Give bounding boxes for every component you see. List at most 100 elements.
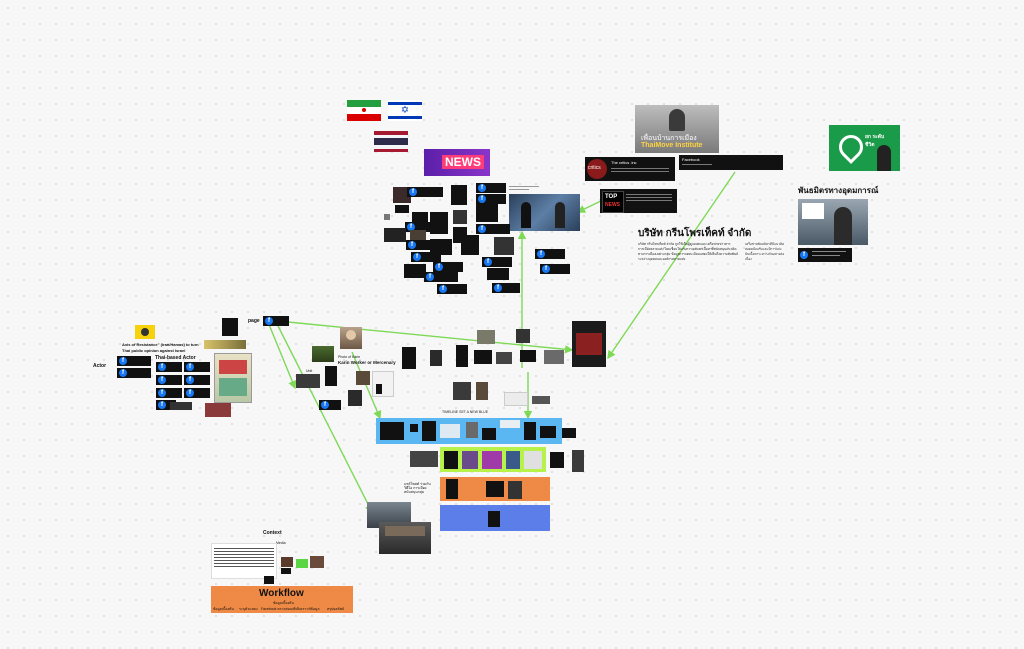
post-thumb[interactable] xyxy=(281,568,291,574)
post-thumb[interactable] xyxy=(376,384,382,394)
karin-photo[interactable] xyxy=(340,327,362,349)
post-thumb[interactable] xyxy=(410,230,426,240)
fb-post-card[interactable]: f xyxy=(156,375,182,385)
blue-box[interactable] xyxy=(440,505,550,531)
post-thumb[interactable] xyxy=(395,205,409,213)
post-thumb[interactable] xyxy=(474,350,492,364)
poster-image[interactable] xyxy=(214,353,252,403)
news-video-thumbnail[interactable] xyxy=(509,194,580,231)
fb-post-card[interactable]: f xyxy=(437,284,467,294)
workflow-step-2: ระบุตัวแสดง xyxy=(239,607,258,611)
highlight-panel[interactable] xyxy=(572,321,606,367)
post-thumb[interactable] xyxy=(453,382,471,400)
facebook-icon: f xyxy=(158,401,166,409)
workflow-subtitle: ข้อมูลเบื้องต้น xyxy=(273,601,294,605)
fb-post-card[interactable]: f xyxy=(482,257,512,267)
fb-post-card[interactable]: f xyxy=(476,194,506,204)
fb-post-card[interactable]: f xyxy=(319,400,341,410)
post-thumb[interactable] xyxy=(494,237,514,255)
fb-post-card[interactable]: f xyxy=(156,362,182,372)
post-thumb[interactable] xyxy=(264,576,274,584)
post-thumb[interactable] xyxy=(516,329,530,343)
unit-image[interactable] xyxy=(312,346,334,362)
post-thumb[interactable] xyxy=(496,352,512,364)
facebook-icon: f xyxy=(426,273,434,281)
post-thumb[interactable] xyxy=(487,268,509,280)
facebook-icon: f xyxy=(158,363,166,371)
post-thumb[interactable] xyxy=(205,403,231,417)
video-caption xyxy=(509,184,539,192)
protest-photo[interactable] xyxy=(379,522,431,554)
axis-subtitle: Thai public opinion against Israel xyxy=(122,348,186,353)
fb-post-card[interactable]: f xyxy=(406,240,438,250)
post-thumb[interactable] xyxy=(356,371,370,385)
post-thumb[interactable] xyxy=(310,556,324,568)
page-fb-card[interactable]: f xyxy=(263,316,289,326)
post-thumb[interactable] xyxy=(456,345,468,367)
orange-box[interactable] xyxy=(440,477,550,501)
facebook-card-title: Facebook xyxy=(682,157,700,162)
workflow-title: Workflow xyxy=(259,588,304,599)
fb-post-card[interactable]: f xyxy=(156,400,176,410)
protest-photo[interactable] xyxy=(477,330,495,344)
facebook-icon: f xyxy=(265,317,273,325)
fb-post-card[interactable]: f xyxy=(184,362,210,372)
post-thumb[interactable] xyxy=(476,204,498,222)
post-thumb[interactable] xyxy=(572,450,584,472)
post-thumb[interactable] xyxy=(281,557,293,567)
poster-banner[interactable] xyxy=(204,340,246,349)
post-thumb[interactable] xyxy=(461,235,479,255)
post-thumb[interactable] xyxy=(325,366,337,386)
post-thumb[interactable] xyxy=(476,382,488,400)
post-thumb-green[interactable] xyxy=(296,559,308,568)
cyan-header: TIMELINE SET A NEW BLUE xyxy=(442,410,489,414)
facebook-icon: f xyxy=(409,188,417,196)
critics-logo: critics xyxy=(588,165,601,171)
arrow-facebook-to-panel xyxy=(607,171,736,360)
fb-post-card[interactable]: f xyxy=(540,264,570,274)
post-thumb[interactable] xyxy=(544,350,564,364)
fb-post-card[interactable]: f xyxy=(424,272,458,282)
post-thumb[interactable] xyxy=(348,390,362,406)
post-thumb[interactable] xyxy=(296,374,320,388)
fb-post-card[interactable]: f xyxy=(184,375,210,385)
fb-post-card[interactable]: f xyxy=(405,222,435,232)
post-thumb[interactable] xyxy=(402,347,416,369)
post-thumb[interactable] xyxy=(384,214,390,220)
post-thumb-white[interactable] xyxy=(504,392,528,406)
fb-post-card[interactable]: f xyxy=(535,249,565,259)
post-thumb[interactable] xyxy=(410,451,438,467)
workflow-box[interactable]: Workflow ข้อมูลเบื้องต้น ข้อมูลเบื้องต้น… xyxy=(211,586,353,613)
critics-card-title: The critics .lnc xyxy=(611,160,637,165)
lime-row-box[interactable] xyxy=(440,447,546,472)
post-thumb[interactable] xyxy=(393,187,411,203)
fb-post-card[interactable]: f xyxy=(156,388,182,398)
post-thumb[interactable] xyxy=(550,452,564,468)
critics-card: critics The critics .lnc xyxy=(585,157,675,181)
post-thumb[interactable] xyxy=(451,185,467,205)
facebook-icon: f xyxy=(435,263,443,271)
post-thumb[interactable] xyxy=(222,318,238,336)
fb-post-card[interactable]: f xyxy=(407,187,443,197)
post-thumb[interactable] xyxy=(453,210,467,224)
post-thumb[interactable] xyxy=(562,428,576,438)
post-thumb[interactable] xyxy=(430,239,452,255)
fb-post-card[interactable]: f xyxy=(184,388,210,398)
cyan-timeline-box[interactable]: TIMELINE SET A NEW BLUE xyxy=(376,410,562,444)
fb-post-card[interactable]: f xyxy=(411,252,441,262)
post-thumb[interactable] xyxy=(430,350,442,366)
post-thumb[interactable] xyxy=(170,402,192,410)
facebook-icon: f xyxy=(478,184,486,192)
fb-post-card[interactable]: f xyxy=(476,183,506,193)
fb-post-card[interactable]: f xyxy=(492,283,520,293)
news-logo: NEWS xyxy=(442,155,484,169)
post-thumb[interactable] xyxy=(404,264,426,278)
post-thumb[interactable] xyxy=(532,396,550,404)
fb-post-card[interactable]: f xyxy=(433,262,463,272)
fb-post-card[interactable]: f xyxy=(117,368,151,378)
post-thumb[interactable] xyxy=(384,228,406,242)
ally-fb-card[interactable]: f xyxy=(798,248,852,262)
fb-post-card[interactable]: f xyxy=(476,224,510,234)
fb-post-card[interactable]: f xyxy=(117,356,151,366)
post-thumb[interactable] xyxy=(520,350,536,362)
